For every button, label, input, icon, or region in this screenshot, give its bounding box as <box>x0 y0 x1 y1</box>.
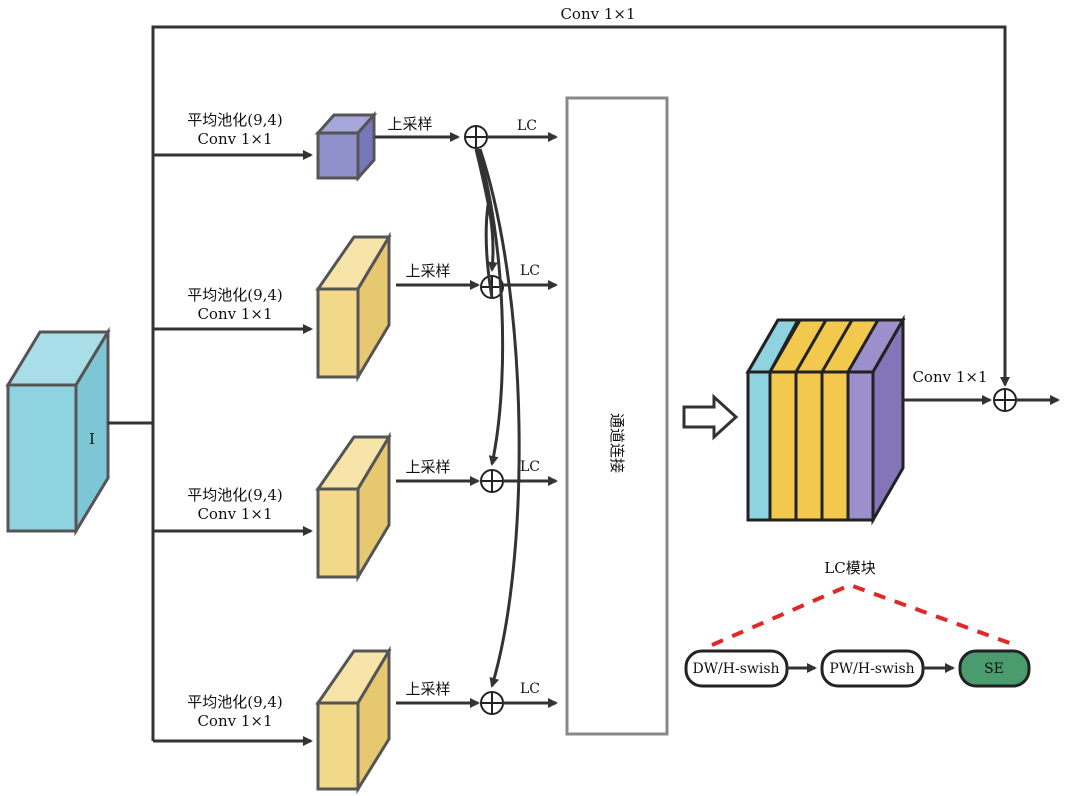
branch-3-upsample-label: 上采样 <box>405 458 450 476</box>
branch-3-pool-label: 平均池化(9,4) <box>187 486 283 504</box>
branch-2-lc-label: LC <box>520 263 540 279</box>
branch-3-lc-label: LC <box>520 459 540 475</box>
branch-4-pool-label: 平均池化(9,4) <box>187 693 283 711</box>
top-skip-line <box>151 25 1010 423</box>
branch-1-add-node <box>464 125 488 149</box>
branch-4-upsample-label: 上采样 <box>405 680 450 698</box>
branch-2-pool-block <box>315 231 392 383</box>
feature-stack <box>745 314 906 526</box>
lc-step-se-label: SE <box>984 661 1004 677</box>
branch-2-pool-label: 平均池化(9,4) <box>187 286 283 304</box>
branch-4-add-node <box>480 691 504 715</box>
branch-1-conv-label: Conv 1×1 <box>197 130 272 148</box>
top-conv-label: Conv 1×1 <box>560 5 635 23</box>
concat-box <box>565 96 669 736</box>
branch-3-conv-label: Conv 1×1 <box>197 505 272 523</box>
branch-4: 平均池化(9,4) Conv 1×1 上采样 LC <box>153 645 558 795</box>
output-add-node <box>993 388 1017 412</box>
lc-step-pw-label: PW/H-swish <box>829 661 914 677</box>
output-conv-label: Conv 1×1 <box>912 368 987 386</box>
input-block <box>5 326 111 537</box>
branch-1-upsample-label: 上采样 <box>387 115 432 133</box>
branch-1-lc-label: LC <box>517 118 537 134</box>
branch-4-pool-block <box>315 645 392 795</box>
lc-module-dashed-bracket <box>711 582 1016 647</box>
branch-2-upsample-label: 上采样 <box>405 262 450 280</box>
input-label: I <box>89 430 95 448</box>
lc-step-dw-label: DW/H-swish <box>692 661 779 677</box>
concat-label: 通道连接 <box>608 413 626 473</box>
branch-3: 平均池化(9,4) Conv 1×1 上采样 LC <box>153 431 558 583</box>
branch-1-pool-block <box>314 111 378 182</box>
branch-3-add-node <box>480 469 504 493</box>
branch-1-pool-label: 平均池化(9,4) <box>187 111 283 129</box>
lc-module-title: LC模块 <box>824 559 875 577</box>
branch-1: 平均池化(9,4) Conv 1×1 上采样 LC <box>153 111 558 182</box>
hollow-arrow-icon <box>682 393 739 441</box>
cascade-connectors <box>474 148 521 688</box>
branch-2-conv-label: Conv 1×1 <box>197 305 272 323</box>
lc-step-se <box>958 649 1031 688</box>
branch-3-pool-block <box>315 431 392 583</box>
branch-2: 平均池化(9,4) Conv 1×1 上采样 LC <box>153 231 558 383</box>
branch-4-lc-label: LC <box>520 681 540 697</box>
branch-4-conv-label: Conv 1×1 <box>197 712 272 730</box>
